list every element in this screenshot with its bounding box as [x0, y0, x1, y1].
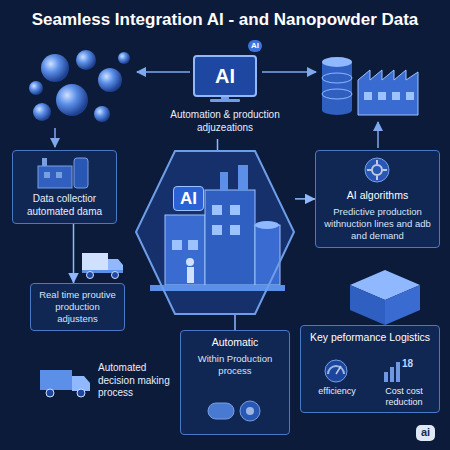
node-body: Within Production process	[187, 353, 283, 377]
connector	[295, 198, 315, 200]
node-body: Automation & production adjuzeations	[146, 109, 304, 134]
process-box: Data collectior automated dama	[12, 150, 117, 224]
node-text: Automatic	[187, 336, 283, 349]
node-body: Predictive production withnuction lines …	[322, 206, 433, 242]
process-box: AutomaticWithin Production process	[180, 330, 290, 435]
factory-illustration	[150, 165, 285, 291]
note-text: Automated decision making process	[98, 362, 178, 400]
node-text: AI algorithms	[322, 189, 433, 202]
watermark: ai	[416, 425, 435, 441]
monitor-node: AI Automation & production adjuzeations	[140, 50, 310, 139]
process-box: AI algorithmsPredictive production withn…	[315, 150, 440, 248]
node-text: Key peformance Logistics	[307, 331, 433, 344]
arrow	[54, 128, 56, 147]
hexagon-ground	[135, 150, 295, 315]
node-text: Real time proutive production adjustens	[37, 289, 118, 325]
connector	[234, 315, 236, 330]
node-text: efficiency	[313, 386, 361, 397]
node-text: Data collectior automated dama	[19, 193, 110, 218]
connector	[73, 224, 75, 283]
title: Seamless Integration AI - and Nanopowder…	[0, 10, 450, 30]
connector	[217, 139, 219, 150]
sphere-cluster	[29, 50, 130, 122]
kpi-box: Key peformance Logistics efficiency Cost c…	[300, 325, 440, 413]
node-text: AI	[173, 186, 204, 211]
truck-icon	[82, 253, 123, 279]
node-text: Cost cost reduction	[377, 386, 431, 409]
arrow	[137, 71, 190, 73]
arrow	[262, 71, 316, 73]
node-text: AI	[193, 55, 257, 97]
truck-icon	[40, 370, 90, 397]
badge: AI	[248, 40, 262, 52]
hexagon-outline	[135, 150, 295, 315]
kpi-item: Cost cost reduction	[371, 360, 437, 414]
hexagon-hub: AI	[135, 150, 295, 315]
kpi-item: efficiency	[307, 360, 367, 402]
process-box: Real time proutive production adjustens	[30, 283, 125, 331]
powder-block	[350, 270, 420, 325]
database-factory	[322, 57, 418, 115]
arrow	[377, 122, 379, 148]
